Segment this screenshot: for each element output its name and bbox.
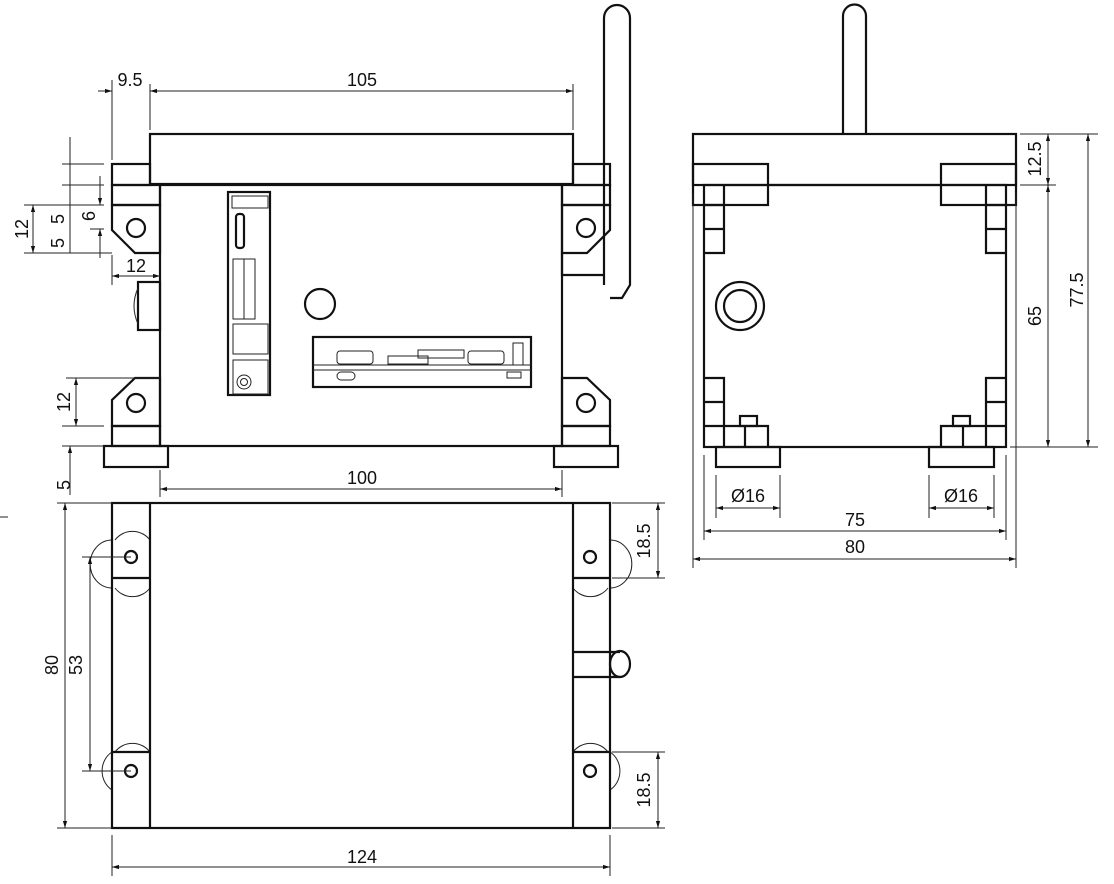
connector-boss (136, 280, 162, 332)
mount-hole (575, 217, 597, 239)
bottom-outline (110, 501, 612, 830)
dim-65: 65 (1025, 306, 1045, 326)
dim-124: 124 (347, 847, 377, 867)
antenna-stub (573, 650, 620, 679)
dim-18.5-top: 18.5 (634, 523, 654, 558)
mount-hole (582, 549, 598, 565)
antenna (602, 3, 632, 300)
left-lid-block (110, 162, 152, 187)
bracket (560, 424, 612, 448)
front-view (102, 3, 632, 469)
dim-5-foot: 5 (54, 480, 74, 490)
bracket (110, 376, 162, 428)
dimensions: 9.5 105 12 5 5 6 12 12 5 100 80 53 18.5 … (0, 70, 1098, 876)
dim-12-horizontal: 12 (126, 256, 146, 276)
foot (102, 444, 170, 469)
dim-diameter-16-right: Ø16 (944, 486, 978, 506)
antenna (841, 3, 868, 134)
dim-105: 105 (347, 70, 377, 90)
connector-arc (133, 287, 139, 325)
bottom-view (89, 501, 633, 830)
pcb-vertical (226, 190, 272, 397)
dim-75: 75 (845, 510, 865, 530)
foot (927, 445, 996, 469)
lid (148, 132, 575, 186)
mount-hole (125, 392, 147, 414)
bracket (110, 424, 162, 448)
dim-53: 53 (66, 655, 86, 675)
dim-100: 100 (347, 468, 377, 488)
dim-12.5: 12.5 (1025, 141, 1045, 176)
body (158, 183, 564, 448)
bracket (560, 203, 612, 255)
dim-9.5: 9.5 (117, 70, 142, 90)
foot (552, 444, 620, 469)
mount-hole (582, 763, 598, 779)
dim-5-lower: 5 (48, 238, 68, 248)
dim-18.5-bottom: 18.5 (634, 772, 654, 807)
dim-77.5: 77.5 (1067, 272, 1087, 307)
dim-12-lower: 12 (54, 392, 74, 412)
bracket-lower-edge (560, 253, 604, 277)
mount-hole (125, 217, 147, 239)
lid (691, 132, 1018, 187)
dim-5-upper: 5 (48, 214, 68, 224)
dim-80-side: 80 (845, 537, 865, 557)
bracket (560, 183, 612, 207)
foot (714, 445, 782, 469)
led-window (303, 287, 337, 321)
pcb-horizontal (311, 335, 533, 389)
dim-80-bottom: 80 (42, 655, 62, 675)
dim-diameter-16-left: Ø16 (731, 486, 765, 506)
side-view (691, 3, 1018, 469)
led-window (714, 280, 766, 332)
bracket (110, 183, 162, 207)
body (702, 183, 1008, 449)
mount-hole (575, 392, 597, 414)
dim-12-left: 12 (12, 219, 32, 239)
bracket (560, 376, 612, 428)
bracket (110, 203, 162, 255)
dim-6: 6 (79, 211, 99, 221)
